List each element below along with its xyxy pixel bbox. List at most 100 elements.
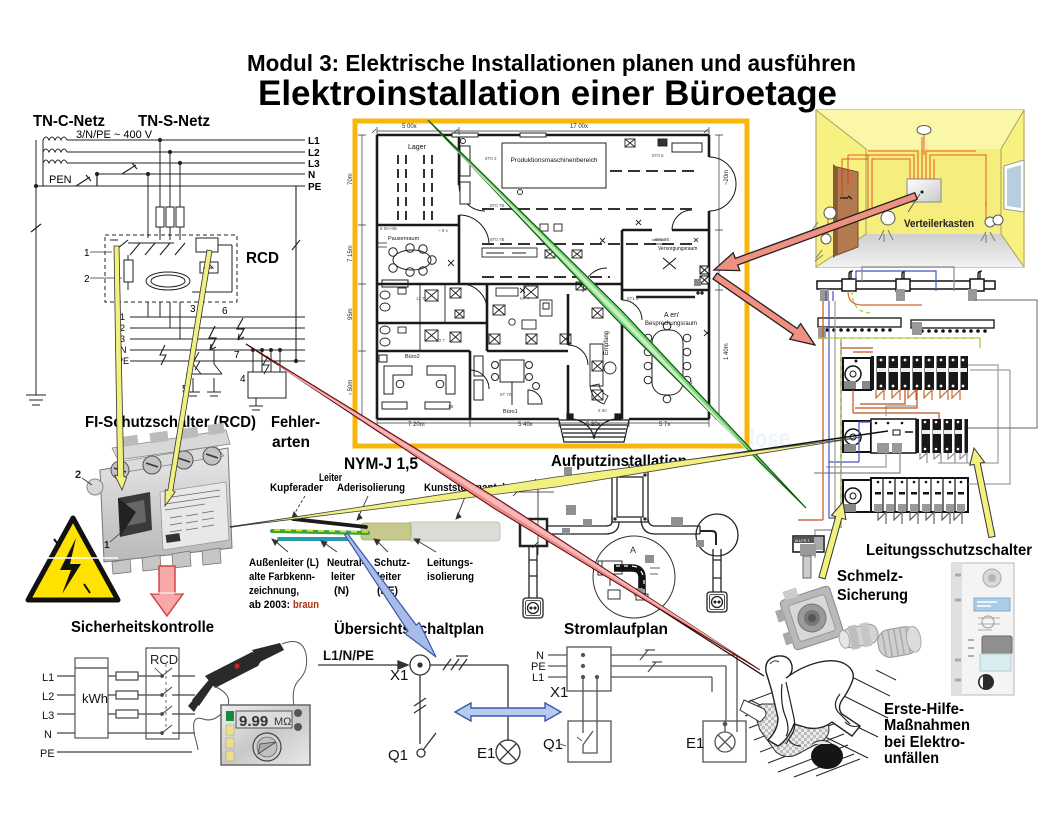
svg-text:E1: E1 bbox=[477, 745, 495, 762]
svg-text:2: 2 bbox=[84, 274, 90, 285]
svg-text:1B: 1B bbox=[448, 404, 454, 409]
svg-text:L1: L1 bbox=[308, 136, 320, 147]
svg-text:8 00+8B: 8 00+8B bbox=[380, 226, 397, 231]
svg-text:3/N/PE ~ 400 V: 3/N/PE ~ 400 V bbox=[76, 129, 153, 141]
svg-text:Leiter: Leiter bbox=[319, 472, 343, 484]
svg-text:4: 4 bbox=[240, 374, 246, 385]
svg-text:8 60: 8 60 bbox=[598, 408, 607, 413]
svg-text:Q1: Q1 bbox=[388, 747, 408, 764]
svg-text:› 50m: › 50m bbox=[348, 380, 354, 395]
svg-text:N LFS T: N LFS T bbox=[795, 538, 810, 543]
svg-text:Maßnahmen: Maßnahmen bbox=[884, 717, 970, 734]
svg-text:TN-S-Netz: TN-S-Netz bbox=[138, 113, 210, 130]
svg-text:Leitungs-: Leitungs- bbox=[427, 557, 473, 569]
svg-text:braun: braun bbox=[293, 599, 319, 611]
svg-text:Produktionsmaschinenbereich: Produktionsmaschinenbereich bbox=[510, 157, 597, 164]
svg-text:9.99: 9.99 bbox=[239, 713, 268, 730]
svg-text:RCD: RCD bbox=[246, 250, 279, 267]
svg-text:~ 8 x: ~ 8 x bbox=[438, 228, 449, 233]
svg-text:N: N bbox=[44, 729, 52, 741]
svg-text:1: 1 bbox=[104, 540, 110, 551]
svg-text:5 00x: 5 00x bbox=[402, 124, 417, 130]
svg-text:ab 2003:: ab 2003: bbox=[249, 599, 290, 611]
svg-text:8T1 5: 8T1 5 bbox=[627, 296, 639, 301]
svg-text:L3: L3 bbox=[42, 710, 54, 722]
svg-text:2: 2 bbox=[75, 469, 81, 481]
svg-text:Q1: Q1 bbox=[543, 736, 563, 753]
svg-text:X1: X1 bbox=[550, 684, 568, 701]
svg-text:N: N bbox=[308, 170, 315, 181]
svg-text:5 7x: 5 7x bbox=[659, 422, 670, 428]
svg-text:2: 2 bbox=[120, 323, 125, 333]
svg-text:8T0 8: 8T0 8 bbox=[652, 153, 664, 158]
svg-text:arten: arten bbox=[272, 434, 310, 451]
svg-text:8T0 7B: 8T0 7B bbox=[490, 203, 505, 208]
svg-text:leiter: leiter bbox=[377, 571, 402, 583]
svg-text:8T0 7B: 8T0 7B bbox=[490, 237, 505, 242]
svg-text:Empfang: Empfang bbox=[604, 331, 610, 355]
svg-text:E1: E1 bbox=[686, 735, 704, 752]
svg-text:7 15m: 7 15m bbox=[348, 245, 354, 262]
svg-text:1 40m: 1 40m bbox=[724, 343, 730, 360]
svg-text:7: 7 bbox=[234, 350, 240, 361]
svg-text:KF 7: KF 7 bbox=[520, 296, 530, 301]
svg-text:L1: L1 bbox=[42, 672, 54, 684]
svg-text:Sicherung: Sicherung bbox=[837, 587, 908, 604]
svg-text:3: 3 bbox=[190, 304, 196, 315]
svg-text:8T0 2: 8T0 2 bbox=[485, 156, 497, 161]
svg-text:A en': A en' bbox=[664, 312, 679, 319]
svg-text:L1: L1 bbox=[532, 672, 544, 684]
svg-text:isolierung: isolierung bbox=[427, 571, 474, 583]
svg-text:Neutral-: Neutral- bbox=[327, 557, 365, 569]
svg-text:Versorgungsraum: Versorgungsraum bbox=[658, 246, 697, 252]
svg-text:~20m: ~20m bbox=[724, 170, 730, 185]
svg-text:N: N bbox=[120, 345, 127, 355]
svg-text:PE: PE bbox=[117, 356, 129, 366]
svg-text:zeichnung,: zeichnung, bbox=[249, 585, 299, 597]
svg-text:70m: 70m bbox=[348, 173, 354, 185]
svg-text:PE: PE bbox=[531, 661, 546, 673]
svg-text:1: 1 bbox=[84, 248, 90, 259]
svg-text:3: 3 bbox=[120, 334, 125, 344]
svg-text:12 TI: 12 TI bbox=[416, 296, 426, 301]
svg-text:Elektroinstallation einer Büro: Elektroinstallation einer Büroetage bbox=[258, 74, 837, 113]
svg-text:5 40x: 5 40x bbox=[518, 422, 533, 428]
svg-text:Kupferader: Kupferader bbox=[270, 482, 324, 494]
svg-text:PE: PE bbox=[40, 748, 55, 760]
svg-text:kWh: kWh bbox=[82, 691, 108, 706]
svg-text:leiter: leiter bbox=[331, 571, 356, 583]
svg-text:L2: L2 bbox=[42, 691, 54, 703]
svg-text:95m: 95m bbox=[348, 308, 354, 320]
svg-text:Besprechungsraum: Besprechungsraum bbox=[645, 321, 697, 327]
svg-text:Außenleiter (L): Außenleiter (L) bbox=[249, 557, 319, 569]
svg-text:17 00x: 17 00x bbox=[570, 124, 588, 130]
svg-text:6: 6 bbox=[222, 306, 228, 317]
svg-text:Fehler-: Fehler- bbox=[271, 414, 320, 431]
svg-text:Lager: Lager bbox=[408, 144, 427, 151]
svg-text:Leitungsschutzschalter: Leitungsschutzschalter bbox=[866, 542, 1032, 559]
svg-text:Schutz-: Schutz- bbox=[374, 557, 410, 569]
svg-text:Erste-Hilfe-: Erste-Hilfe- bbox=[884, 701, 964, 718]
svg-text:RCD: RCD bbox=[150, 652, 178, 667]
svg-text:Büro1: Büro1 bbox=[503, 409, 518, 415]
svg-text:83 7: 83 7 bbox=[436, 338, 445, 343]
svg-text:8T 70: 8T 70 bbox=[500, 392, 512, 397]
svg-text:alte Farbkenn-: alte Farbkenn- bbox=[249, 571, 315, 583]
svg-text:N: N bbox=[536, 650, 544, 662]
svg-text:(N): (N) bbox=[334, 585, 349, 597]
svg-text:Aderisolierung: Aderisolierung bbox=[337, 482, 405, 494]
svg-text:unfällen: unfällen bbox=[884, 750, 939, 767]
svg-text:X1: X1 bbox=[390, 667, 408, 684]
svg-text:Stromlaufplan: Stromlaufplan bbox=[564, 621, 668, 638]
svg-text:Pausenraum: Pausenraum bbox=[388, 236, 420, 242]
svg-text:1: 1 bbox=[120, 312, 125, 322]
svg-text:7 20m: 7 20m bbox=[408, 422, 425, 428]
svg-text:TN-C-Netz: TN-C-Netz bbox=[33, 113, 105, 130]
svg-text:Büro2: Büro2 bbox=[405, 354, 420, 360]
svg-text:Schmelz-: Schmelz- bbox=[837, 568, 903, 585]
svg-text:L1/N/PE: L1/N/PE bbox=[323, 647, 374, 663]
svg-text:L2: L2 bbox=[308, 148, 320, 159]
svg-text:bei Elektro-: bei Elektro- bbox=[884, 734, 965, 751]
svg-text:L3: L3 bbox=[308, 159, 320, 170]
svg-text:5 80x: 5 80x bbox=[586, 422, 601, 428]
